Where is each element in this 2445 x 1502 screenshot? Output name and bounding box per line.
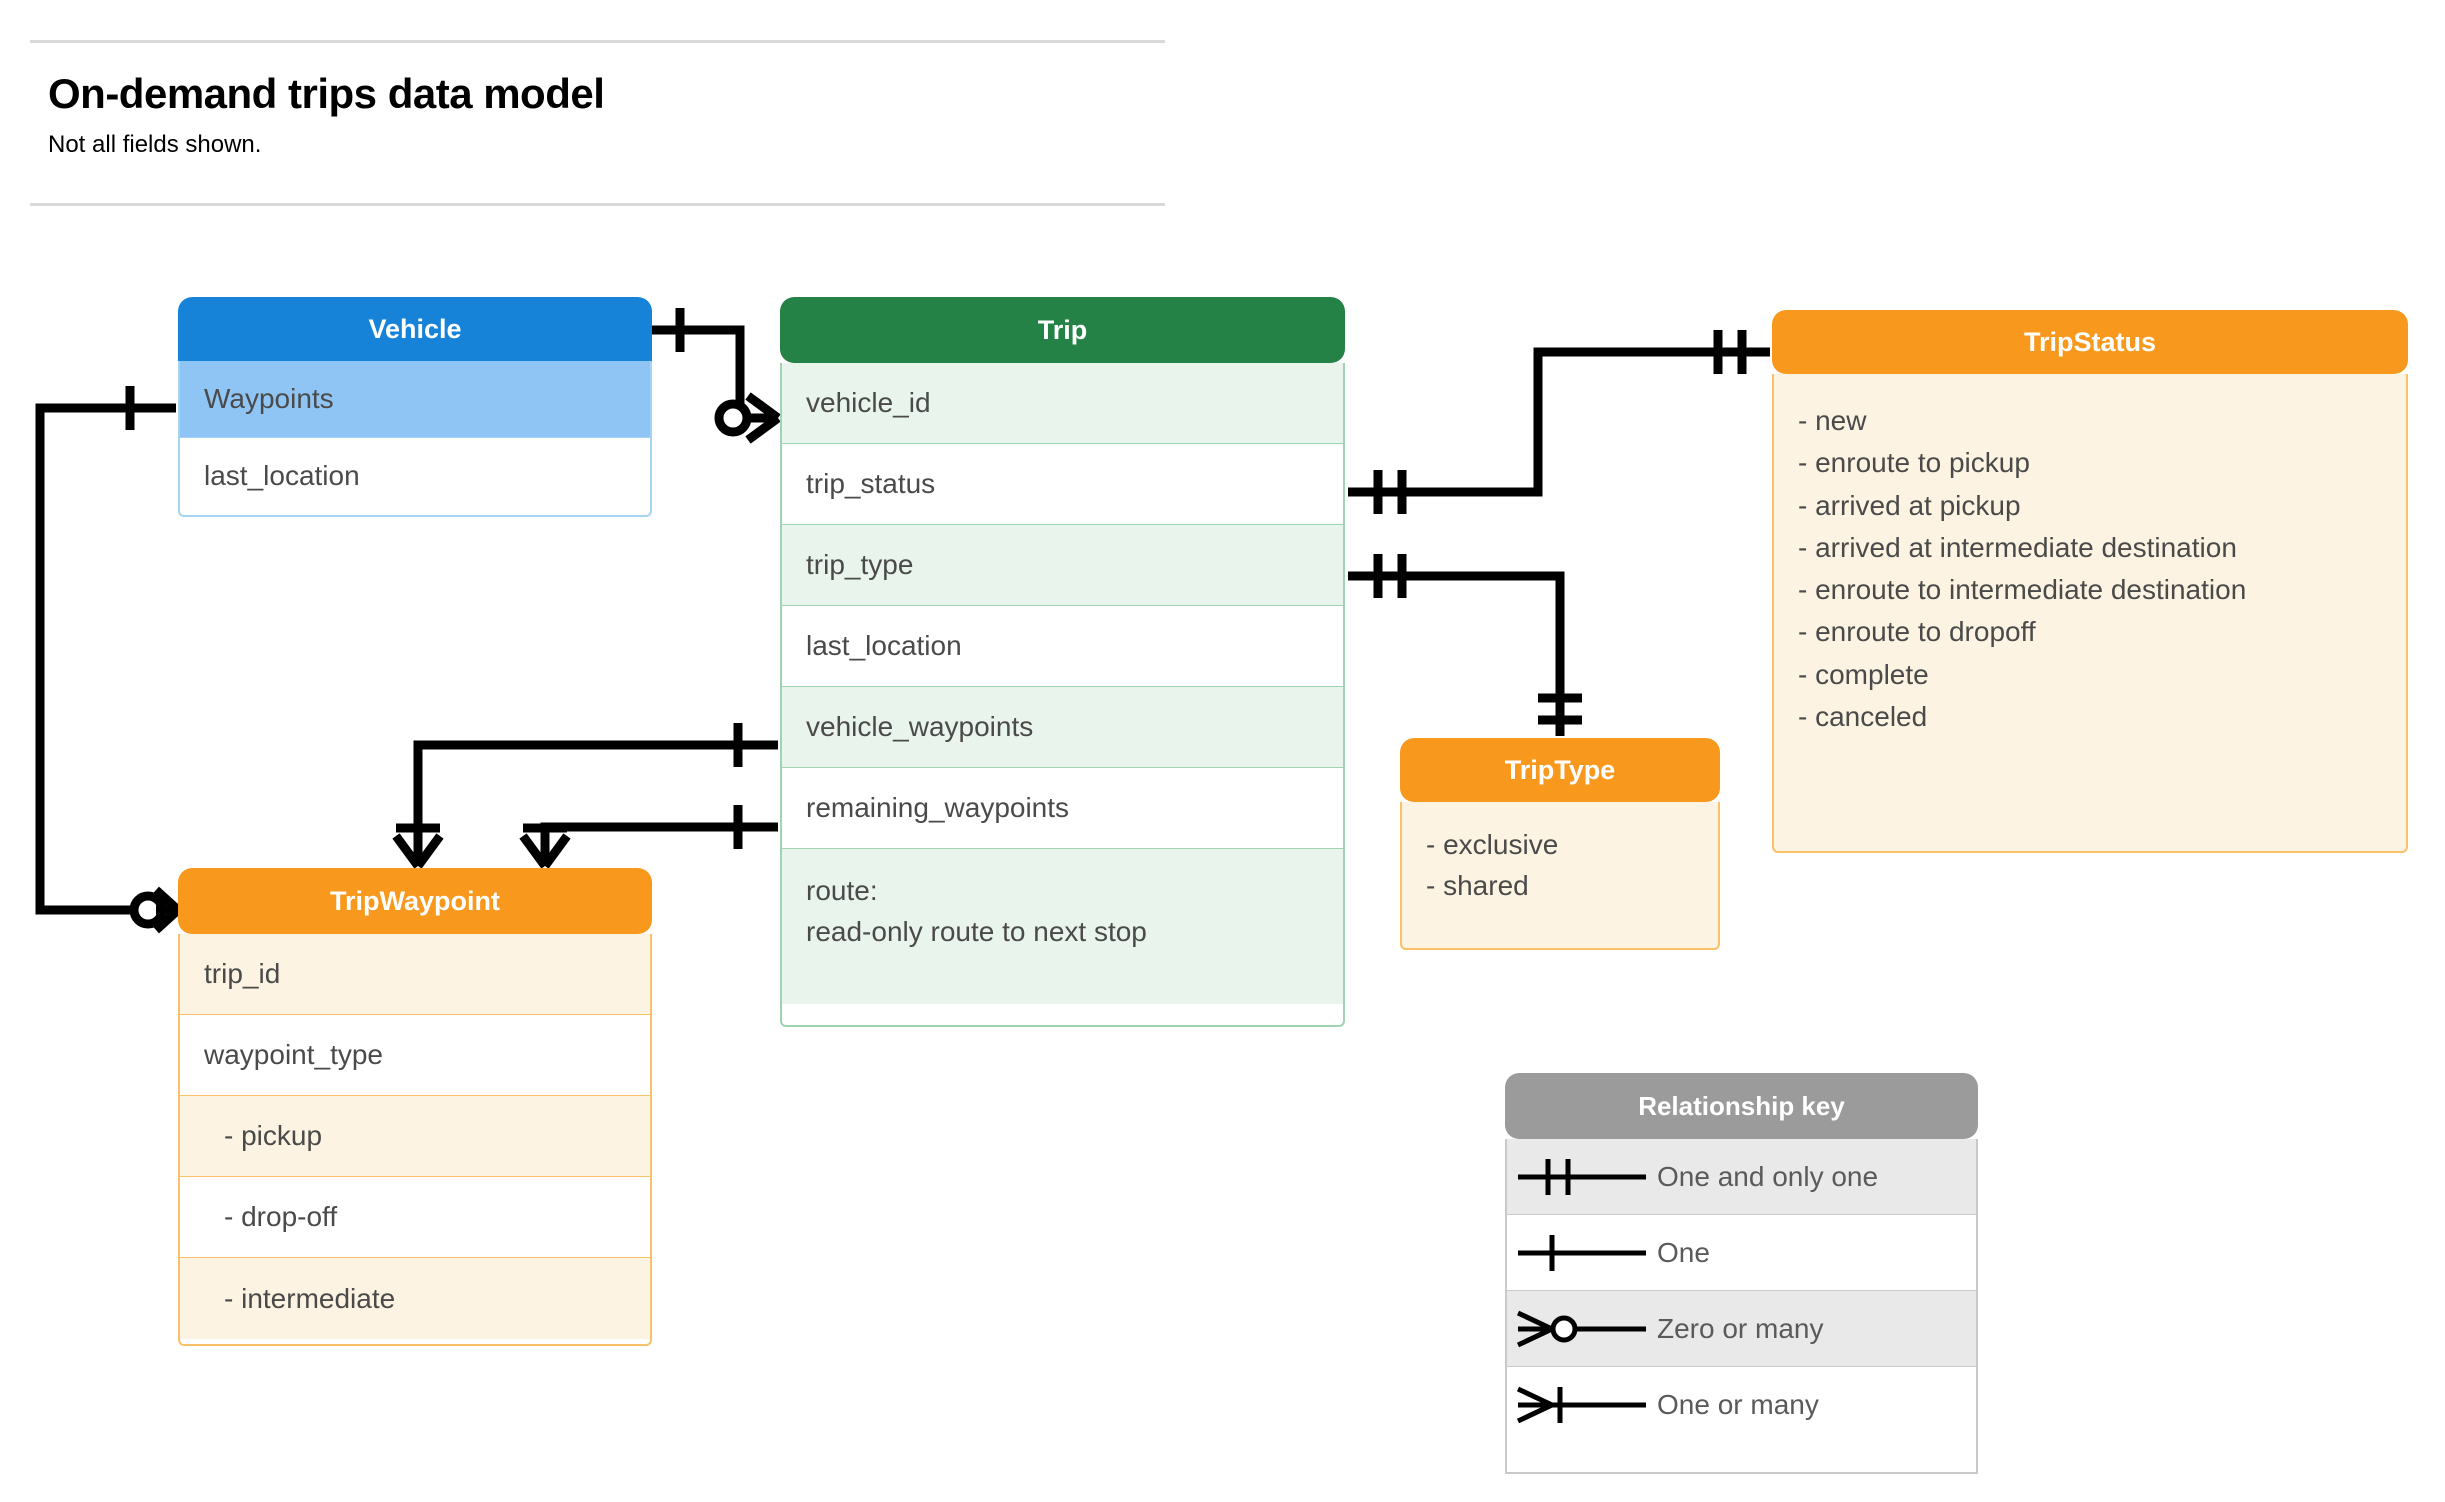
relationship-key-title: Relationship key — [1505, 1073, 1978, 1139]
entity-vehicle[interactable]: Vehicle — [178, 297, 652, 419]
enum-value: - enroute to intermediate destination — [1798, 574, 2247, 606]
enum-value: - enroute to pickup — [1798, 447, 2030, 479]
one-or-many-icon — [1507, 1375, 1657, 1435]
route-note: read-only route to next stop — [806, 915, 1147, 947]
entity-tripwaypoint[interactable]: TripWaypoint — [178, 868, 652, 934]
enum-value: - arrived at intermediate destination — [1798, 531, 2237, 563]
entity-tripwaypoint-title: TripWaypoint — [178, 868, 652, 934]
field-row[interactable]: last_location — [180, 437, 650, 513]
field-row[interactable]: vehicle_id — [782, 363, 1343, 444]
field-row[interactable]: trip_status — [782, 444, 1343, 525]
entity-tripstatus-title: TripStatus — [1772, 310, 2408, 374]
entity-trip-fields: vehicle_id trip_status trip_type last_lo… — [780, 363, 1345, 1027]
field-row-enum[interactable]: - drop-off — [180, 1177, 650, 1258]
entity-vehicle-title: Vehicle — [178, 297, 652, 361]
field-row[interactable]: Waypoints — [180, 361, 650, 437]
field-row[interactable]: waypoint_type — [180, 1015, 650, 1096]
header-rule-bottom — [30, 203, 1165, 206]
enum-value: - enroute to dropoff — [1798, 616, 2036, 648]
legend-item[interactable]: One — [1507, 1215, 1976, 1291]
legend-item[interactable]: One or many — [1507, 1367, 1976, 1443]
field-row[interactable]: trip_type — [782, 525, 1343, 606]
entity-trip-title: Trip — [780, 297, 1345, 363]
page-subtitle: Not all fields shown. — [48, 131, 262, 158]
field-row-enum[interactable]: - pickup — [180, 1096, 650, 1177]
legend-label: One and only one — [1657, 1160, 1879, 1192]
field-row-enum[interactable]: - intermediate — [180, 1258, 650, 1339]
entity-trip[interactable]: Trip — [780, 297, 1345, 363]
field-row-route[interactable]: route: read-only route to next stop — [782, 849, 1343, 1004]
field-row[interactable]: last_location — [782, 606, 1343, 687]
legend-label: One or many — [1657, 1389, 1819, 1420]
header-rule-top — [30, 40, 1165, 43]
route-label: route: — [806, 875, 878, 906]
legend-label: One — [1657, 1236, 1710, 1268]
enum-value: - arrived at pickup — [1798, 489, 2021, 521]
legend-label: Zero or many — [1657, 1312, 1824, 1344]
enum-value: - complete — [1798, 658, 1929, 690]
relationship-key-panel[interactable]: Relationship key — [1505, 1073, 1978, 1139]
entity-tripstatus[interactable]: TripStatus — [1772, 310, 2408, 374]
entity-triptype-values: - exclusive - shared — [1400, 802, 1720, 950]
zero-or-many-icon — [1507, 1299, 1657, 1359]
enum-value: - new — [1798, 405, 1867, 436]
field-row[interactable]: trip_id — [180, 934, 650, 1015]
entity-triptype-title: TripType — [1400, 738, 1720, 802]
one-and-only-one-icon — [1507, 1147, 1657, 1207]
page-title: On-demand trips data model — [48, 70, 605, 117]
field-row[interactable]: vehicle_waypoints — [782, 687, 1343, 768]
enum-value: - exclusive — [1426, 829, 1559, 860]
entity-tripstatus-values: - new - enroute to pickup - arrived at p… — [1772, 374, 2408, 853]
legend-item[interactable]: Zero or many — [1507, 1291, 1976, 1367]
legend-item[interactable]: One and only one — [1507, 1139, 1976, 1215]
entity-triptype[interactable]: TripType — [1400, 738, 1720, 802]
relationship-key-items: One and only one One — [1505, 1139, 1978, 1474]
entity-tripwaypoint-fields: trip_id waypoint_type - pickup - drop-of… — [178, 934, 652, 1346]
entity-vehicle-fields: Waypoints last_location — [178, 361, 652, 517]
enum-value: - canceled — [1798, 700, 1928, 732]
field-row[interactable]: remaining_waypoints — [782, 768, 1343, 849]
one-icon — [1507, 1223, 1657, 1283]
enum-value: - shared — [1426, 870, 1529, 902]
